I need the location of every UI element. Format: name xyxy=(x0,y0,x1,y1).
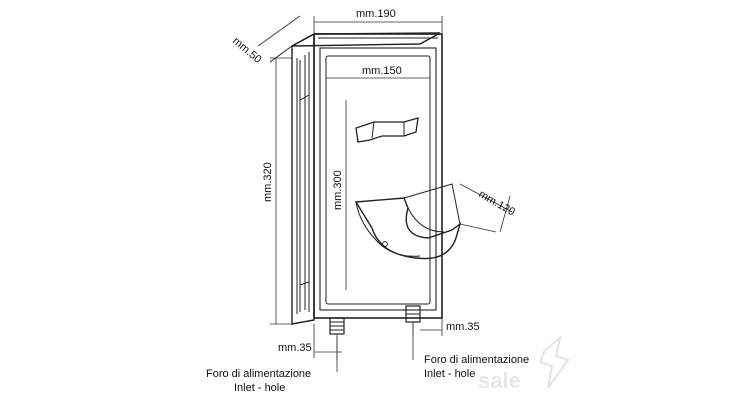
front-bezel xyxy=(319,47,437,311)
left-inlet-label-line2: Inlet - hole xyxy=(234,382,285,394)
left-inlet xyxy=(329,317,345,335)
dim-depth: mm.50 xyxy=(230,35,263,66)
dim-inner-width: mm.150 xyxy=(362,65,402,77)
dim-height: mm.320 xyxy=(262,162,274,202)
side-panel xyxy=(291,32,315,325)
dimension-lines xyxy=(257,15,513,372)
shower-holder xyxy=(354,183,462,260)
dim-right-offset: mm.35 xyxy=(446,321,480,333)
watermark-text: sale xyxy=(478,368,521,393)
left-inlet-label-line1: Foro di alimentazione xyxy=(206,368,311,380)
right-inlet-label-line2: Inlet - hole xyxy=(424,368,475,380)
dim-left-offset: mm.35 xyxy=(278,342,312,354)
dim-holder-depth: mm.120 xyxy=(477,188,517,218)
watermark-logo: sale xyxy=(478,335,570,393)
screw-hole xyxy=(382,241,388,247)
right-inlet-label: Foro di alimentazione Inlet - hole xyxy=(424,354,529,380)
dim-width: mm.190 xyxy=(356,8,396,20)
left-inlet-label: Foro di alimentazione Inlet - hole xyxy=(206,368,311,394)
heater-body xyxy=(291,32,443,325)
right-inlet-label-line1: Foro di alimentazione xyxy=(424,354,529,366)
front-frame xyxy=(313,33,443,319)
control-handle xyxy=(355,117,419,143)
right-inlet xyxy=(405,305,421,323)
front-panel xyxy=(325,55,431,305)
top-panel xyxy=(291,32,441,47)
dim-inner-height: mm.300 xyxy=(332,170,344,210)
